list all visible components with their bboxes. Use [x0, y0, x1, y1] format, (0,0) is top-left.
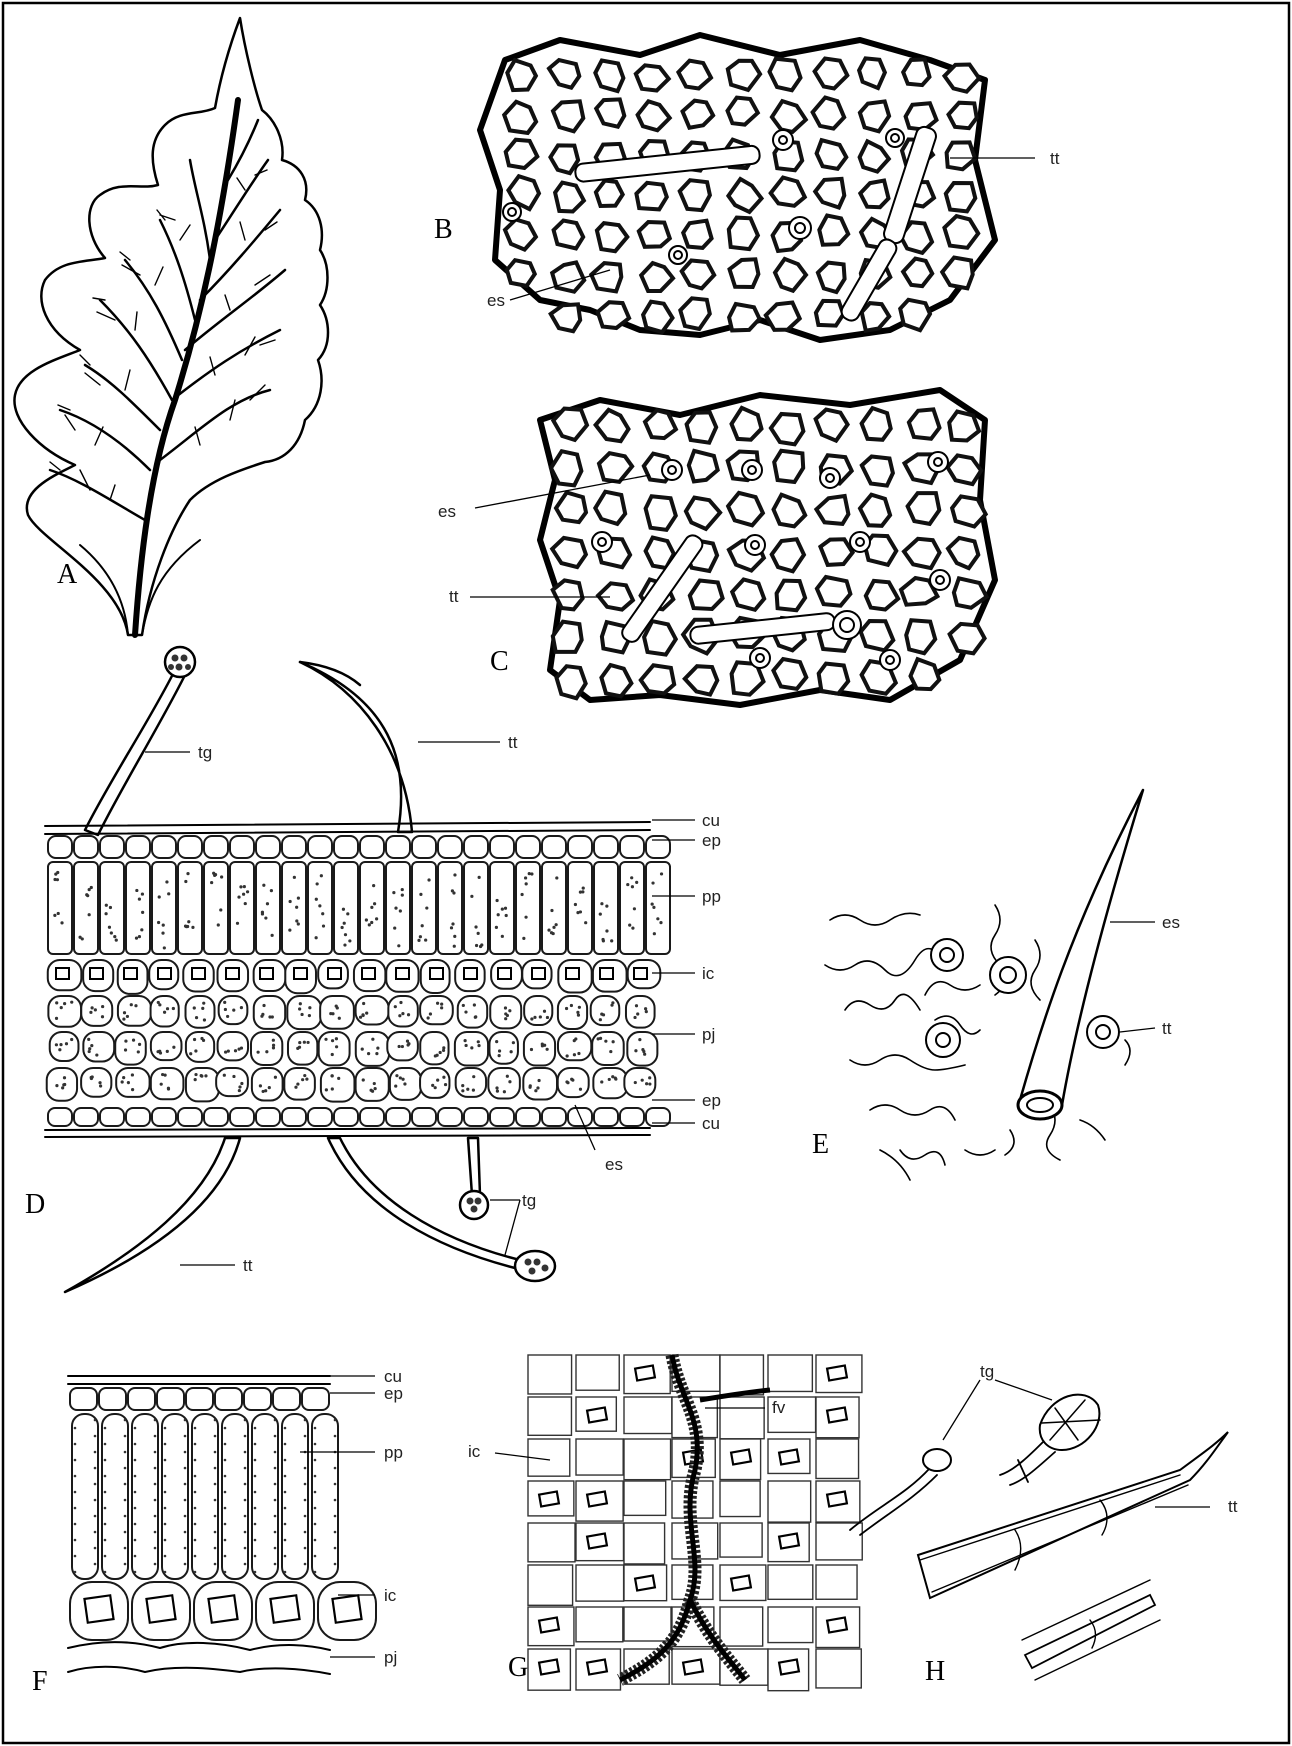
panel-d-annotation-es: es [605, 1155, 623, 1174]
panel-g-annotation-ic: ic [468, 1442, 481, 1461]
panel-b-label: B [434, 214, 453, 245]
panel-a-leaf-drawing [14, 18, 328, 635]
panel-d-annotation-cu-bottom: cu [702, 1114, 720, 1133]
panel-e-annotation-tt: tt [1162, 1019, 1172, 1038]
panel-h-annotation-tg: tg [980, 1362, 994, 1381]
panel-c-annotation-tt: tt [449, 587, 459, 606]
panel-d-cross-section-drawing [45, 647, 695, 1292]
panel-d-annotation-pj: pj [702, 1025, 715, 1044]
panel-b-annotation-es: es [487, 291, 505, 310]
panel-d-annotation-tg-top: tg [198, 743, 212, 762]
panel-c-annotation-es: es [438, 502, 456, 521]
panel-f-label: F [32, 1666, 48, 1697]
panel-d-annotation-tt-bottom: tt [243, 1256, 253, 1275]
panel-e-surface-drawing [825, 790, 1155, 1180]
panel-f-annotation-ep: ep [384, 1384, 403, 1403]
panel-g-annotation-fv: fv [772, 1398, 786, 1417]
panel-h-trichomes-drawing [850, 1380, 1228, 1680]
panel-e-annotation-es: es [1162, 913, 1180, 932]
panel-h-annotation-tt: tt [1228, 1497, 1238, 1516]
panel-d-annotation-cu-top: cu [702, 811, 720, 830]
panel-d-annotation-ic: ic [702, 964, 715, 983]
panel-d-annotation-ep-bottom: ep [702, 1091, 721, 1110]
panel-g-vein-drawing [495, 1355, 862, 1691]
panel-d-annotation-ep-top: ep [702, 831, 721, 850]
panel-b-annotation-tt: tt [1050, 149, 1060, 168]
panel-g-label: G [508, 1652, 528, 1683]
panel-b-epidermis-drawing [480, 35, 1035, 340]
panel-d-annotation-tg-bottom: tg [522, 1191, 536, 1210]
panel-f-cross-section-drawing [68, 1376, 376, 1674]
panel-e-label: E [812, 1129, 829, 1160]
panel-f-annotation-ic: ic [384, 1586, 397, 1605]
panel-d-label: D [25, 1189, 45, 1220]
panel-c-label: C [490, 646, 509, 677]
panel-d-annotation-pp: pp [702, 887, 721, 906]
panel-f-annotation-pp: pp [384, 1443, 403, 1462]
panel-c-epidermis-drawing [470, 390, 995, 705]
panel-a-label: A [57, 559, 78, 590]
panel-f-annotation-pj: pj [384, 1648, 397, 1667]
panel-h-label: H [925, 1656, 945, 1687]
panel-d-annotation-tt-top: tt [508, 733, 518, 752]
